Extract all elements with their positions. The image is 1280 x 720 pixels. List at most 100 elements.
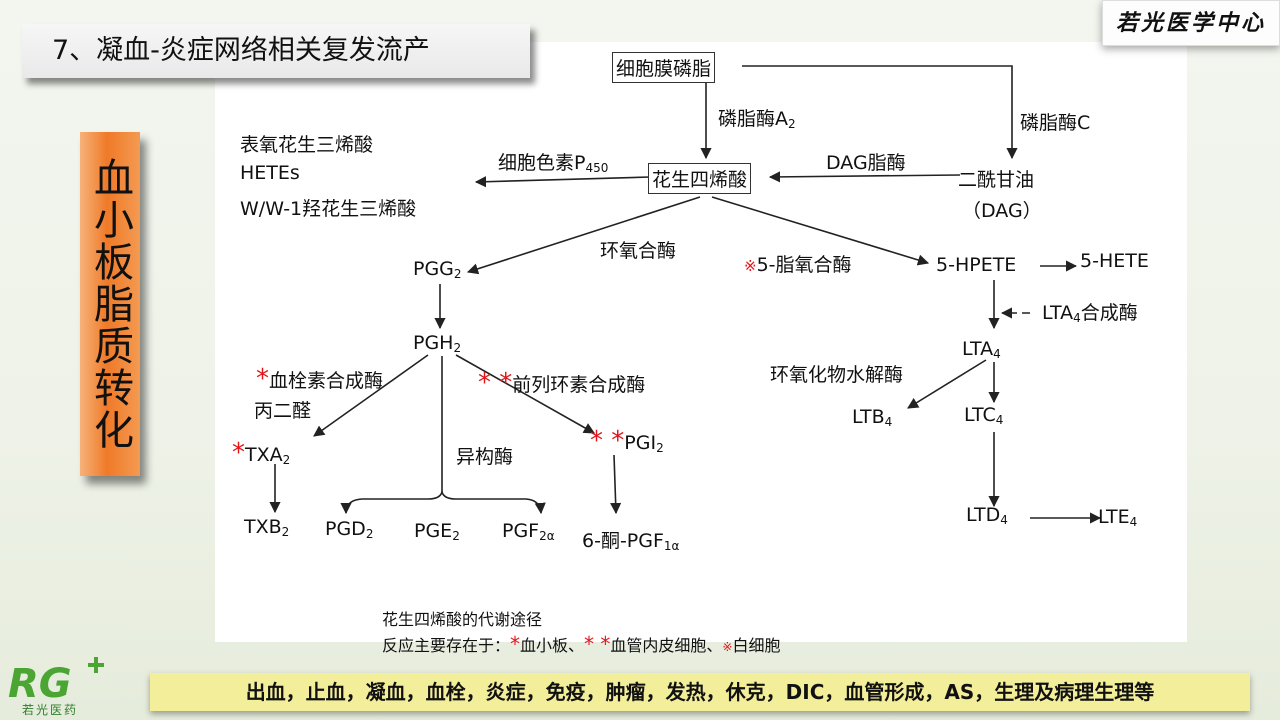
node-txa: *TXA2 — [232, 438, 290, 468]
node-lta-sub: 4 — [993, 347, 1001, 361]
arrow-aa-pgg — [466, 196, 701, 275]
legend-mark3: ※ — [722, 640, 733, 654]
arrow-pgh-pgi — [455, 354, 595, 434]
legend-star1: * — [510, 632, 521, 656]
label-isomerase: 异构酶 — [456, 446, 514, 468]
label-pla2-text: 磷脂酶A — [718, 108, 788, 130]
bracket-isomerase — [340, 489, 546, 515]
page-title: 7、凝血-炎症网络相关复发流产 — [22, 24, 530, 78]
node-lte-text: LTE — [1098, 506, 1130, 528]
p450-product-1: 表氧花生三烯酸 — [240, 134, 374, 156]
p450-product-2: HETEs — [240, 162, 300, 184]
label-cox: 环氧合酶 — [600, 240, 677, 262]
side-banner-text: 血小板脂质转化 — [87, 157, 133, 451]
node-pgd-text: PGD — [325, 518, 366, 540]
node-ltc-text: LTC — [964, 404, 996, 426]
node-pge: PGE2 — [414, 520, 460, 543]
star-txa: * — [232, 438, 245, 468]
node-membrane: 细胞膜磷脂 — [612, 52, 716, 83]
node-pgg: PGG2 — [413, 258, 462, 281]
label-p450-sub: 450 — [585, 161, 609, 175]
label-lta4-synthase: LTA4合成酶 — [1038, 298, 1142, 325]
legend-title: 花生四烯酸的代谢途径 — [382, 610, 543, 629]
node-lte-sub: 4 — [1129, 515, 1138, 529]
node-keto-sub: 1α — [663, 539, 680, 553]
label-txa-synthase: *血栓素合成酶 — [256, 364, 383, 394]
node-pgf-text: PGF — [502, 520, 540, 542]
label-lox: ※5-脂氧合酶 — [744, 250, 852, 277]
node-ltb-sub: 4 — [884, 415, 893, 429]
legend-platelet: 血小板、 — [520, 636, 585, 655]
node-pgi-sub: 2 — [656, 441, 664, 455]
node-txa-text: TXA — [245, 444, 283, 466]
label-lta4-synthase-sub: 4 — [1073, 311, 1081, 325]
label-lox-text: 5-脂氧合酶 — [756, 254, 852, 276]
line-membrane-plc — [742, 65, 1018, 160]
label-epoxide-hydrolase: 环氧化物水解酶 — [770, 364, 904, 386]
node-ltc: LTC4 — [964, 404, 1003, 427]
label-pgi-synthase-text: 前列环素合成酶 — [512, 374, 646, 396]
node-pgg-text: PGG — [413, 258, 454, 280]
node-pgi-text: PGI — [624, 432, 657, 454]
node-txb-text: TXB — [244, 516, 282, 538]
node-pgh-sub: 2 — [453, 341, 462, 355]
node-lte: LTE4 — [1098, 506, 1137, 529]
label-p450: 细胞色素P450 — [498, 148, 608, 175]
node-pgf-sub: 2α — [539, 529, 555, 543]
node-hete: 5-HETE — [1080, 250, 1149, 272]
node-ltb-text: LTB — [852, 406, 885, 428]
arrow-dag-aa — [768, 171, 961, 183]
node-pgg-sub: 2 — [453, 267, 462, 281]
node-lta: LTA4 — [962, 338, 1001, 361]
logo-text: 若光医药 — [22, 703, 79, 717]
node-pgi: * *PGI2 — [590, 426, 664, 456]
node-pgh-text: PGH — [413, 332, 454, 354]
label-mda: 丙二醛 — [254, 400, 312, 422]
node-pgf: PGF2α — [502, 520, 555, 543]
star-pgi: * * — [590, 426, 625, 456]
arrow-aa-hpete — [711, 196, 930, 266]
arrow-pgi-keto — [610, 454, 622, 515]
node-txa-sub: 2 — [282, 453, 291, 467]
logo-icon: RG — [8, 657, 104, 707]
arrow-aa-p450 — [474, 176, 651, 188]
node-ltd-text: LTD — [966, 504, 1001, 526]
node-lta-text: LTA — [962, 338, 994, 360]
label-lta4-synthase-text: LTA — [1042, 302, 1074, 324]
logo-letters: RG — [8, 661, 72, 707]
legend-endothelium: 血管内皮细胞、 — [610, 636, 723, 655]
node-ltd-sub: 4 — [1000, 513, 1008, 527]
label-p450-text: 细胞色素P — [498, 152, 586, 174]
node-ltb: LTB4 — [852, 406, 892, 429]
node-ltd: LTD4 — [966, 504, 1008, 527]
node-hpete: 5-HPETE — [936, 254, 1017, 276]
label-pla2-sub: 2 — [788, 117, 796, 131]
label-pla2: 磷脂酶A2 — [718, 104, 796, 131]
node-txb-sub: 2 — [281, 525, 290, 539]
node-pgd: PGD2 — [325, 518, 373, 541]
star-endothelium: * * — [478, 368, 513, 398]
p450-product-3: W/W-1羟花生三烯酸 — [240, 198, 417, 220]
node-pgh: PGH2 — [413, 332, 461, 355]
label-lta4-synthase-suffix: 合成酶 — [1080, 302, 1138, 324]
label-txa-synthase-text: 血栓素合成酶 — [269, 370, 384, 392]
label-pgi-synthase: * *前列环素合成酶 — [478, 368, 645, 398]
mark-leukocyte: ※ — [744, 257, 757, 275]
node-ltc-sub: 4 — [995, 413, 1004, 427]
node-pge-sub: 2 — [452, 529, 460, 543]
node-aa: 花生四烯酸 — [648, 163, 752, 194]
node-dag-abbr: （DAG） — [962, 200, 1042, 222]
node-pge-text: PGE — [414, 520, 453, 542]
legend-line: 反应主要存在于：*血小板、* *血管内皮细胞、※白细胞 — [382, 632, 780, 656]
arrow-pgh-txa — [313, 354, 429, 437]
star-platelet: * — [256, 364, 269, 394]
label-dag-lipase: DAG脂酶 — [826, 152, 906, 174]
legend-star2: * * — [584, 632, 611, 656]
arrow-lta-ltb — [907, 359, 987, 409]
label-plc: 磷脂酶C — [1020, 112, 1091, 134]
legend-leukocyte: 白细胞 — [732, 636, 781, 655]
node-keto-pgf: 6-酮-PGF1α — [582, 526, 679, 553]
node-pgd-sub: 2 — [365, 527, 374, 541]
node-dag: 二酰甘油 — [958, 169, 1035, 191]
